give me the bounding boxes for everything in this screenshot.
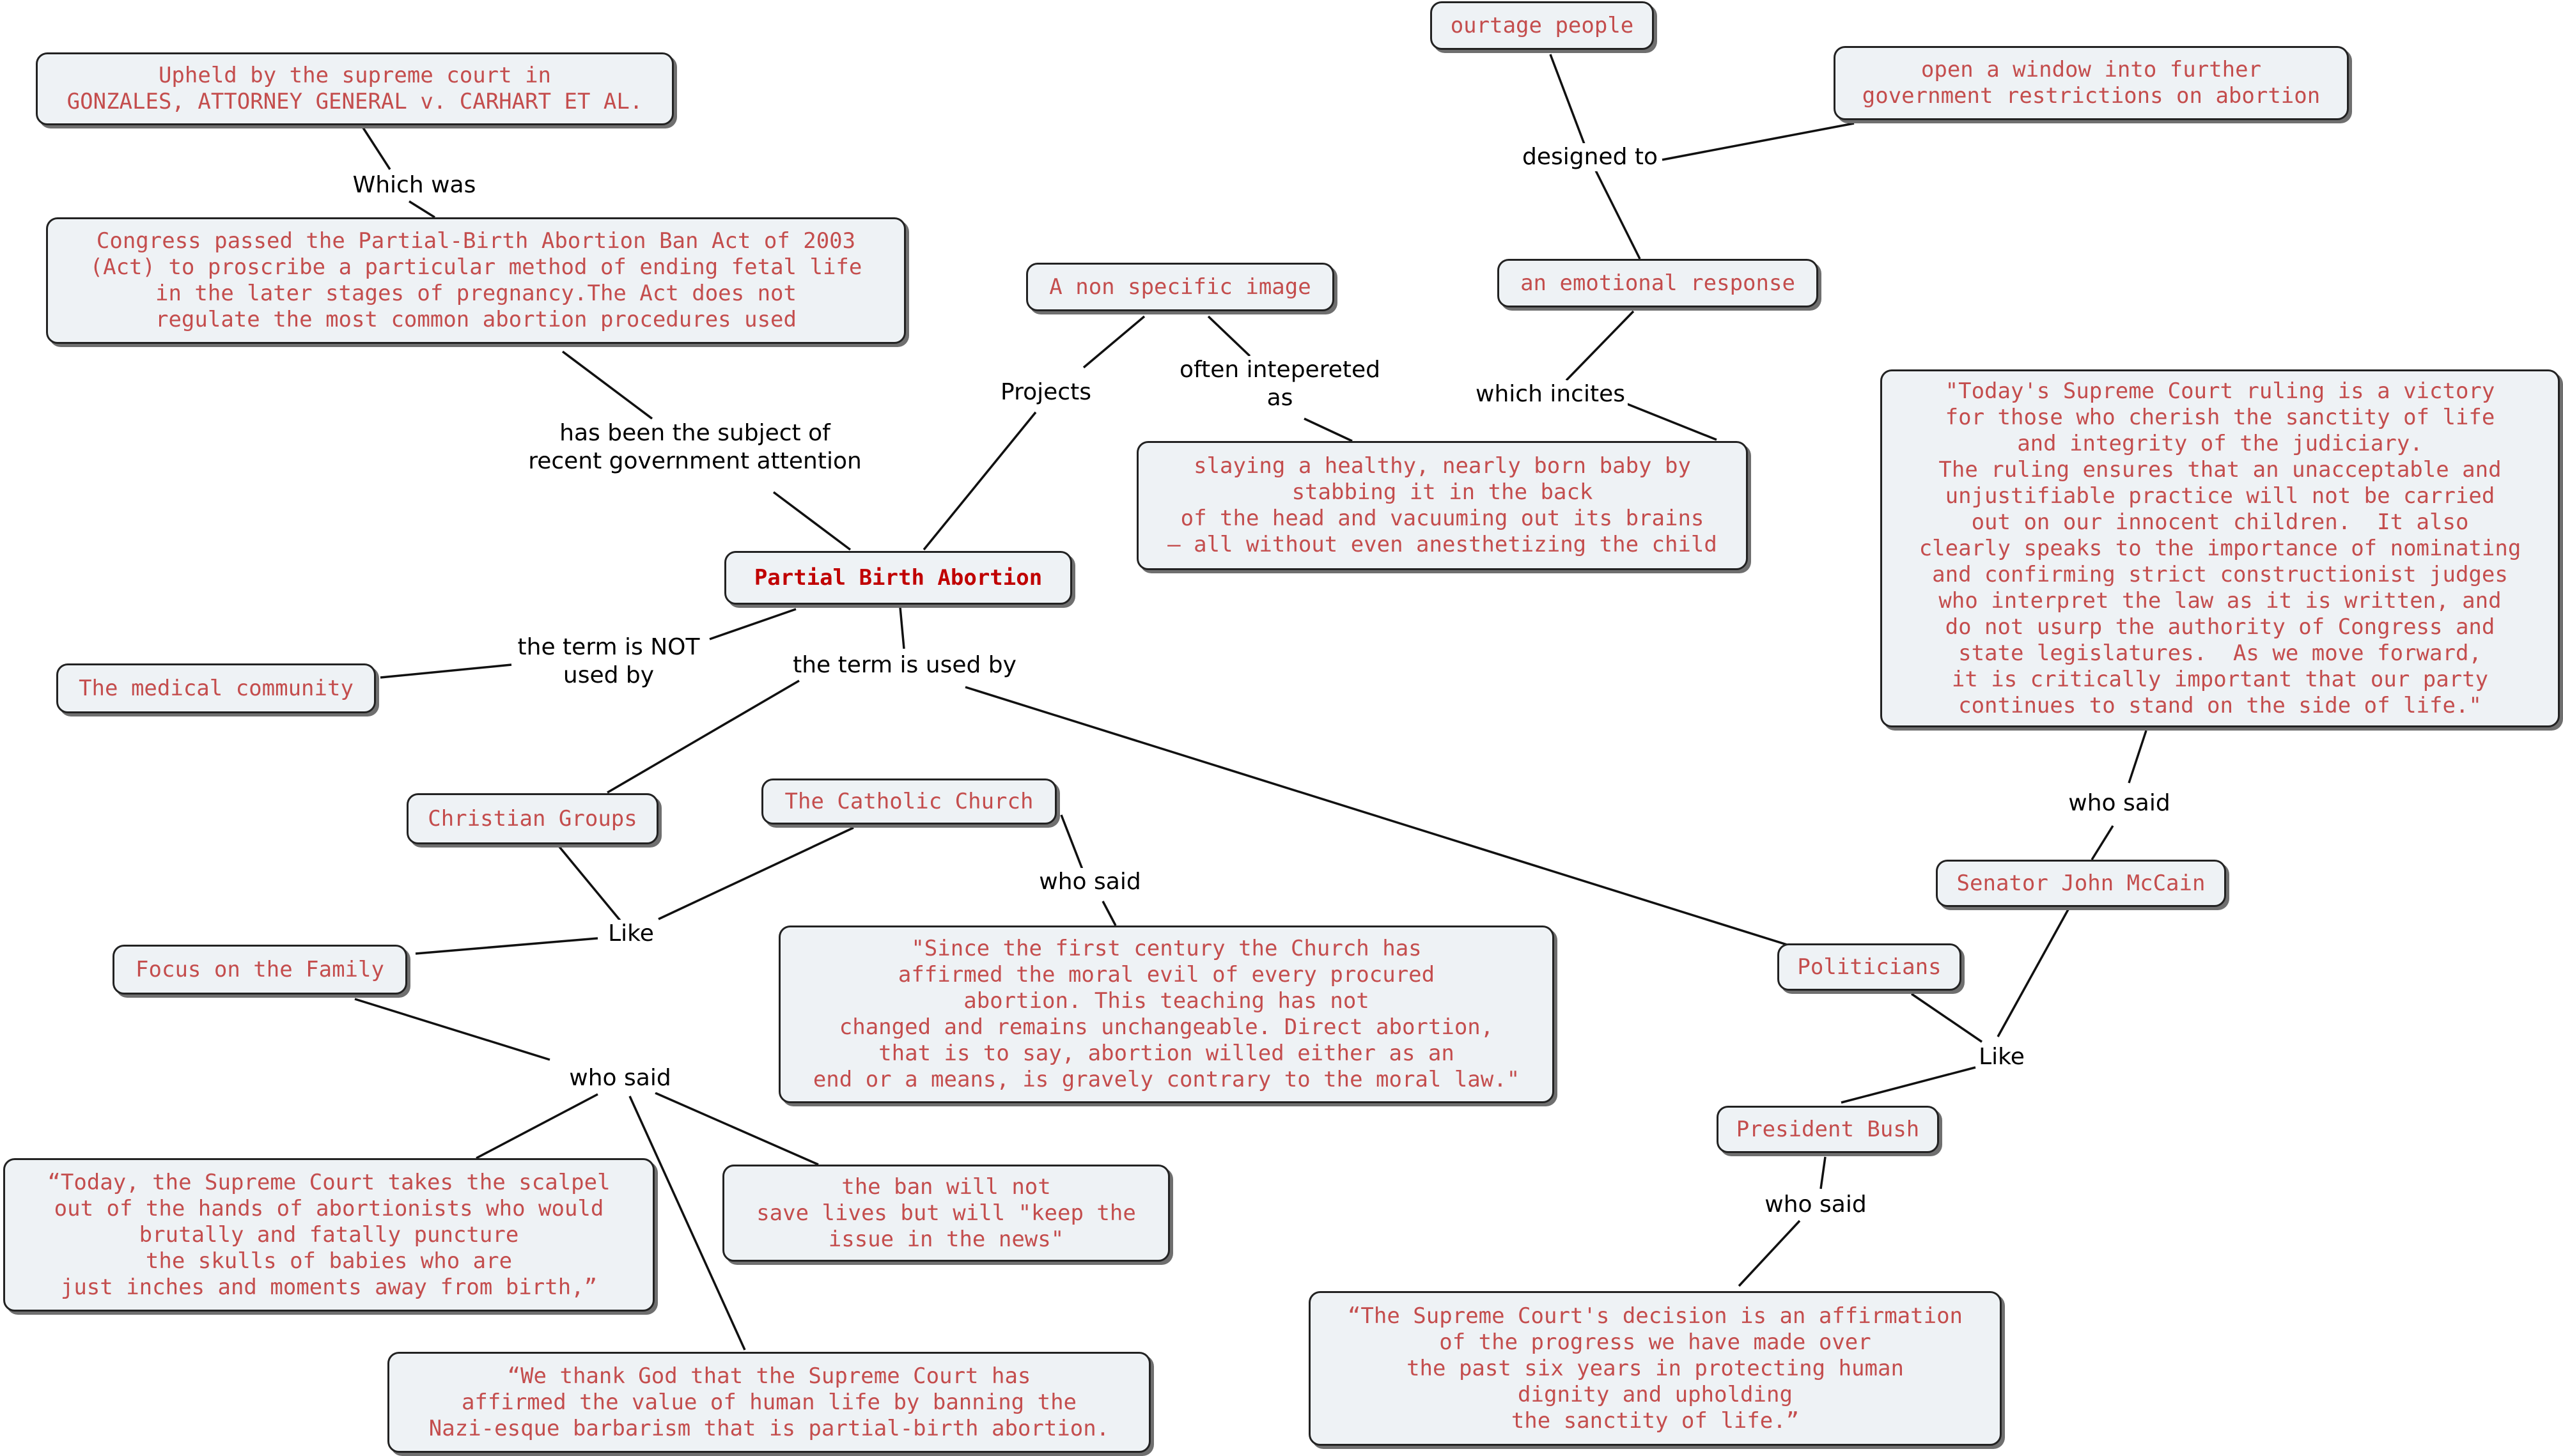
node-upheld-supreme-court: Upheld by the supreme court in GONZALES,… [36,52,674,125]
node-ban-quote: the ban will not save lives but will "ke… [722,1165,1170,1262]
node-outrage-people: ourtage people [1430,1,1654,50]
node-catholic-quote: "Since the first century the Church has … [779,925,1554,1103]
link-label-which-incites: which incites [1473,380,1628,408]
node-mccain-quote: "Today's Supreme Court ruling is a victo… [1880,369,2560,727]
link-label-term-used-by: the term is used by [790,651,1019,679]
link-label-projects: Projects [998,378,1094,407]
node-focus-on-the-family: Focus on the Family [113,945,407,995]
node-thank-god-quote: “We thank God that the Supreme Court has… [387,1352,1151,1453]
link-label-bush-who-said: who said [1762,1191,1869,1219]
link-label-designed-to: designed to [1519,143,1661,171]
node-politicians: Politicians [1777,943,1961,991]
node-medical-community: The medical community [56,663,376,713]
node-today-quote: “Today, the Supreme Court takes the scal… [3,1158,655,1312]
node-slaying-description: slaying a healthy, nearly born baby by s… [1137,441,1748,570]
node-bush-quote: “The Supreme Court's decision is an affi… [1309,1291,2002,1446]
link-label-mccain-who-said: who said [2066,789,2173,817]
node-partial-birth-abortion: Partial Birth Abortion [724,551,1072,605]
node-non-specific-image: A non specific image [1026,263,1334,311]
node-emotional-response: an emotional response [1497,259,1818,307]
link-label-which-was: Which was [350,171,479,199]
node-senator-mccain: Senator John McCain [1936,860,2226,907]
link-label-focus-who-said: who said [566,1064,674,1092]
node-catholic-church: The Catholic Church [761,778,1057,825]
node-president-bush: President Bush [1717,1106,1939,1153]
link-label-like-right: Like [1976,1043,2027,1071]
link-label-like-left: Like [605,920,657,948]
node-congress-act: Congress passed the Partial-Birth Aborti… [46,217,906,344]
link-label-term-not-used-by: the term is NOT used by [515,633,703,690]
node-window-restrictions: open a window into further government re… [1834,46,2349,120]
link-label-interpreted-as: often intepereted as [1177,356,1383,412]
link-label-catholic-who-said: who said [1036,868,1144,896]
link-label-government-attention: has been the subject of recent governmen… [526,419,864,476]
node-christian-groups: Christian Groups [407,793,658,844]
